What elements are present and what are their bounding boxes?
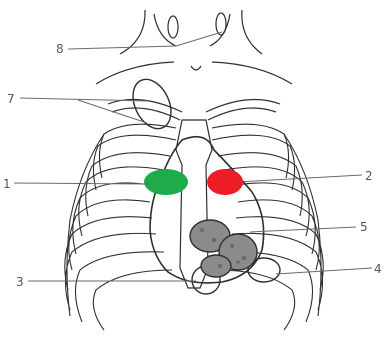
leader-line-4 bbox=[276, 268, 372, 274]
callout-3: 3 bbox=[16, 275, 24, 289]
marker-7-outline bbox=[126, 73, 179, 134]
thyroid-left-lobe bbox=[168, 16, 178, 38]
callout-5: 5 bbox=[360, 220, 368, 234]
leader-line-5 bbox=[250, 227, 356, 232]
callout-8: 8 bbox=[56, 42, 64, 56]
callout-1: 1 bbox=[3, 177, 11, 191]
callout-4: 4 bbox=[374, 262, 382, 276]
suprasternal-notch bbox=[191, 66, 201, 70]
leader-line-2 bbox=[236, 175, 362, 182]
leader-line-8 bbox=[68, 46, 176, 49]
marker-1-green bbox=[144, 169, 188, 195]
marker-5-cluster bbox=[190, 220, 257, 277]
callout-7: 7 bbox=[7, 92, 15, 106]
callout-2: 2 bbox=[365, 169, 373, 183]
callout-labels: 8 7 1 2 5 3 4 bbox=[3, 42, 382, 289]
rib-cage-left bbox=[65, 124, 176, 330]
thyroid-right-lobe bbox=[216, 13, 226, 35]
rib-cage-right bbox=[212, 124, 323, 330]
